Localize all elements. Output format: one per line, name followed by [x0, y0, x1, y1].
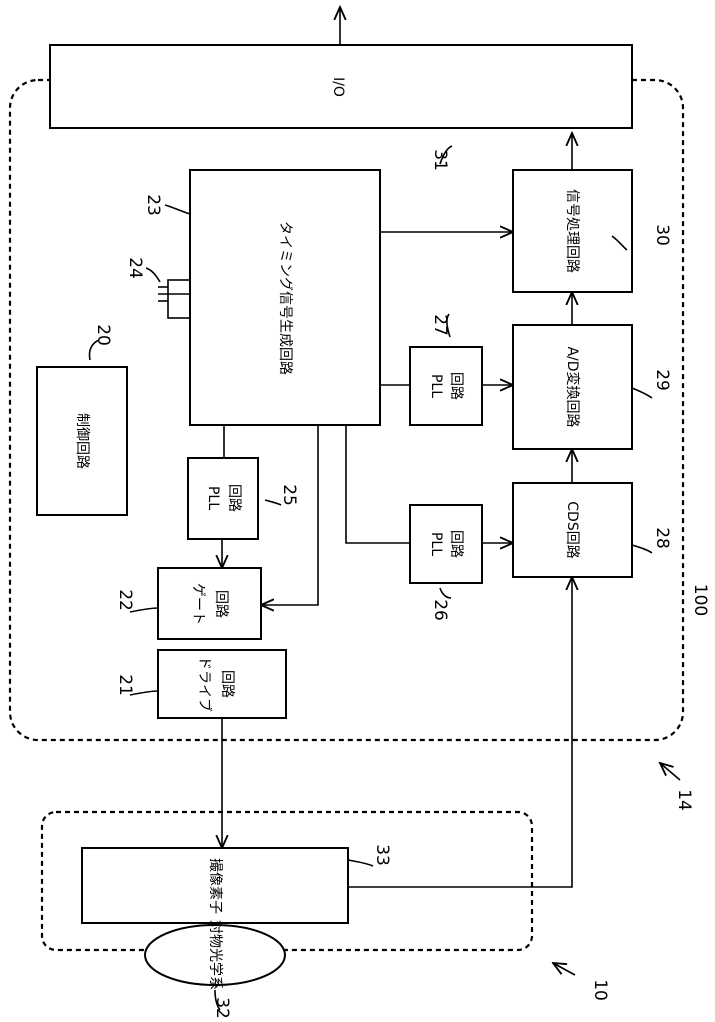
control-circuit-label: 制御回路	[74, 413, 90, 469]
ref-23: 23	[143, 194, 163, 216]
pll-26-box	[410, 505, 482, 583]
ref-30: 30	[652, 224, 672, 246]
pll-26-circuit-label: 回路	[448, 530, 464, 558]
ref-26: 26	[430, 599, 450, 621]
ref-10: 10	[590, 979, 610, 1001]
ref-21: 21	[115, 674, 135, 696]
drive-circuit-label: 回路	[219, 670, 235, 698]
io-label: I/O	[330, 77, 346, 97]
ref-14: 14	[674, 789, 694, 811]
ref-10-arrow	[553, 963, 575, 975]
pll-26-label: PLL	[428, 532, 444, 556]
pll-27-label: PLL	[428, 374, 444, 398]
ref-22: 22	[115, 589, 135, 611]
ref-28: 28	[652, 527, 672, 549]
signal-processing-label: 信号処理回路	[564, 189, 580, 273]
ref-27: 27	[430, 314, 450, 336]
ref-33: 33	[372, 844, 392, 866]
ref-14-arrow	[660, 763, 680, 780]
timing-generator-label: タイミング信号生成回路	[277, 221, 293, 375]
pll-27-box	[410, 347, 482, 425]
pll-25-circuit-label: 回路	[226, 484, 242, 512]
gate-circuit-label: 回路	[213, 590, 229, 618]
drive-label: ドライブ	[196, 656, 213, 712]
pll-27-circuit-label: 回路	[448, 372, 464, 400]
objective-optics-label: 対物光学系	[207, 920, 223, 990]
gate-circuit-box	[158, 568, 261, 639]
crystal-oscillator	[158, 280, 190, 318]
ref-100: 100	[690, 584, 710, 616]
ref-20: 20	[93, 324, 113, 346]
gate-label: ゲート	[190, 583, 206, 625]
ref-24: 24	[125, 257, 145, 279]
ref-31: 31	[430, 149, 450, 171]
ad-converter-label: A/D変換回路	[564, 346, 581, 427]
pll-25-label: PLL	[205, 486, 221, 510]
ref-32: 32	[212, 997, 232, 1019]
ref-29: 29	[652, 369, 672, 391]
pll-25-box	[188, 458, 258, 539]
image-sensor-label: 撮像素子	[207, 858, 224, 914]
ref-25: 25	[279, 484, 299, 506]
cds-label: CDS回路	[564, 501, 580, 558]
